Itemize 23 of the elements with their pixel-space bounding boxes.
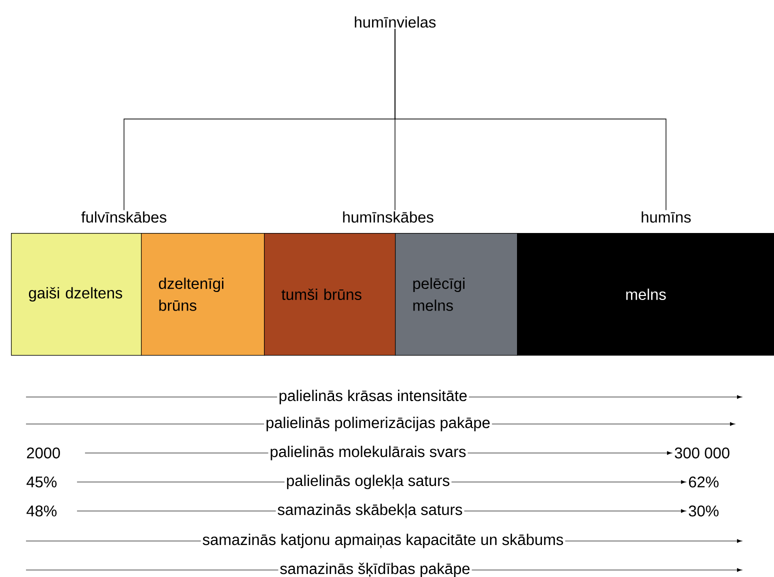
color-box: dzeltenīgi brūns bbox=[141, 233, 265, 356]
color-box: gaiši dzeltens bbox=[11, 233, 142, 356]
connector-line bbox=[394, 28, 666, 210]
value-label: 48% bbox=[26, 506, 57, 516]
arrow-label: palielinās polimerizācijas pakāpe bbox=[264, 415, 492, 433]
value-label: 45% bbox=[26, 476, 57, 488]
color-box: melns bbox=[517, 233, 774, 356]
arrow-label: samazinās šķīdības pakāpe bbox=[278, 561, 472, 577]
group-label: humīnskābes bbox=[343, 211, 434, 223]
color-box: tumši brūns bbox=[264, 233, 396, 356]
value-label: 62% bbox=[688, 476, 719, 488]
top-label: humīnvielas bbox=[354, 16, 436, 28]
arrow-label: samazinās katjonu apmaiņas kapacitāte un skābums bbox=[200, 532, 566, 550]
value-label: 30% bbox=[688, 506, 719, 516]
arrow-label: palielinās molekulārais svars bbox=[268, 444, 468, 462]
group-label: humīns bbox=[642, 211, 691, 223]
value-label: 2000 bbox=[27, 448, 60, 458]
arrow-label: samazinās skābekļa saturs bbox=[276, 502, 464, 520]
color-box: pelēcīgi melns bbox=[395, 233, 518, 356]
group-label: fulvīnskābes bbox=[81, 211, 166, 223]
arrow-label: palielinās oglekļa saturs bbox=[284, 473, 452, 491]
arrow-label: palielinās krāsas intensitāte bbox=[277, 388, 469, 406]
value-label: 300 000 bbox=[674, 448, 730, 458]
